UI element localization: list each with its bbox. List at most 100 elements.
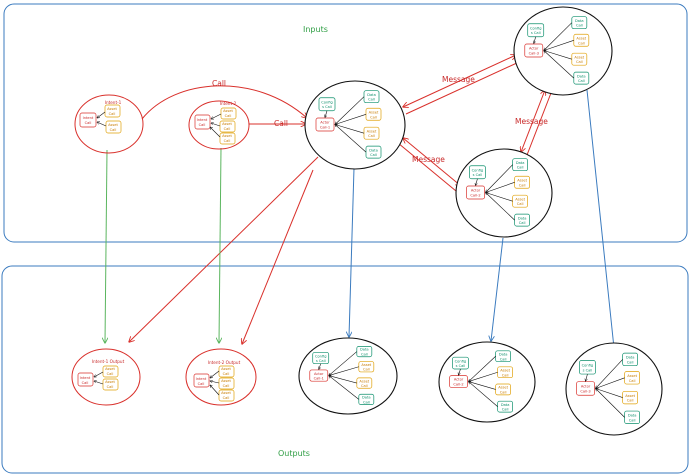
intent-2-title: Intent-2	[220, 101, 237, 106]
actor-link	[596, 388, 623, 398]
config-link	[476, 178, 478, 186]
message-label-1: Message	[442, 75, 475, 84]
outputs-region	[1, 265, 689, 474]
actor-link	[329, 351, 358, 376]
intent-2-output-asset-2-line2: Call	[223, 384, 230, 388]
intent-1-output-asset-1-line1: Asset	[105, 367, 115, 371]
actor-link	[469, 382, 496, 390]
intent-2-asset-3-line2: Call	[224, 139, 231, 143]
call-edge-intent1-to-actor1	[141, 85, 307, 120]
actor-core-line2: Call-1	[314, 377, 324, 381]
config-call-line2: s Call	[473, 173, 483, 177]
intent-1-core-line1: Intent	[83, 116, 94, 120]
data-call-1-line2: Call	[576, 24, 583, 28]
config-link	[534, 36, 537, 44]
asset-call-3-line1: Asset	[625, 394, 635, 398]
asset-call-2-line1: Asset	[500, 368, 510, 372]
data-call-4-line2: Call	[370, 153, 377, 157]
actor-core-line2: Call-2	[470, 194, 480, 198]
asset-call-3-line2: Call	[627, 399, 634, 403]
intent-1-output-asset-2-line1: Asset	[105, 380, 115, 384]
config-link	[459, 368, 461, 375]
intent-2-asset-3-line1: Asset	[222, 134, 232, 138]
data-call-1-line1: Data	[499, 352, 508, 356]
data-call-1-line1: Data	[367, 93, 376, 97]
data-call-1-line2: Call	[627, 360, 634, 364]
asset-call-3-line2: Call	[361, 384, 368, 388]
outputs-label: Outputs	[278, 449, 310, 458]
data-call-1-line2: Call	[517, 166, 524, 170]
actor-core-line2: Call-1	[320, 126, 330, 130]
actor-link	[335, 113, 367, 124]
intent-2-output-core-line2: Call	[198, 382, 205, 386]
intent-1-asset-1-line1: Asset	[107, 107, 117, 111]
data-call-1-line2: Call	[361, 353, 368, 357]
data-call-1-line1: Data	[626, 356, 635, 360]
inputs-region	[3, 3, 688, 243]
intent-2-output-asset-1-line1: Asset	[221, 367, 231, 371]
config-link	[319, 363, 321, 370]
actor-link	[486, 193, 513, 202]
data-call-4-line2: Call	[519, 221, 526, 225]
intent1-to-output-edge	[105, 149, 107, 343]
data-call-4-line2: Call	[629, 418, 636, 422]
config-call-line1: Config	[472, 168, 484, 172]
intent-2-asset-2-line1: Asset	[222, 122, 232, 126]
output-edge-actor1-to-intent1-output	[129, 156, 319, 342]
intent-2-output-node: Intent-2 Output Intent Call Asset Call A…	[185, 348, 257, 406]
asset-call-3-line1: Asset	[367, 129, 377, 133]
intent-1-node: Intent-1 Intent Call Asset Call Asset Ca…	[74, 94, 144, 154]
intent2-to-output-edge	[219, 147, 221, 343]
intent-2-output-title: Intent-2 Output	[208, 360, 241, 365]
actor-link	[329, 376, 360, 400]
actor-link	[469, 382, 498, 407]
config-call-line2: s Call	[531, 31, 541, 35]
data-call-4-line1: Data	[362, 396, 371, 400]
actor-link	[469, 371, 498, 381]
intent-2-asset-2-line2: Call	[224, 127, 231, 131]
data-call-1-line2: Call	[368, 98, 375, 102]
intent-2-asset-1-line2: Call	[225, 114, 232, 118]
asset-call-2-line1: Asset	[576, 36, 586, 40]
asset-call-3-line1: Asset	[498, 386, 508, 390]
intent-2-output-asset-3-line2: Call	[223, 396, 230, 400]
actor-link	[544, 39, 574, 50]
actor-link	[596, 377, 625, 389]
actor-link	[544, 22, 573, 51]
call-label-1: Call	[212, 79, 226, 88]
data-call-1-line1: Data	[360, 348, 369, 352]
config-call-line2: s Call	[583, 368, 593, 372]
actor-link	[335, 125, 365, 134]
actor-link	[329, 376, 357, 384]
config-call-line1: Config	[582, 363, 594, 367]
actor-core-line2: Call-3	[580, 389, 590, 393]
asset-call-2-line2: Call	[519, 183, 526, 187]
data-call-4-line2: Call	[363, 400, 370, 404]
asset-call-2-line2: Call	[363, 368, 370, 372]
intent-2-core-line2: Call	[199, 123, 206, 127]
actor-link	[486, 193, 515, 221]
config-call-line2: s Call	[322, 105, 332, 109]
actor-core-line1: Actor	[320, 121, 330, 125]
actor-core-line2: Call-2	[453, 383, 463, 387]
inputs-label: Inputs	[303, 25, 328, 34]
data-call-4-line1: Data	[369, 148, 378, 152]
asset-call-2-line2: Call	[502, 373, 509, 377]
actor-link	[335, 125, 367, 153]
asset-call-2-line2: Call	[370, 115, 377, 119]
intent-1-title: Intent-1	[105, 100, 122, 105]
actor-link	[486, 164, 513, 193]
data-call-1-line1: Data	[575, 19, 584, 23]
intent-1-asset-1-line2: Call	[109, 112, 116, 116]
actor-link	[486, 181, 515, 192]
intent-2-output-asset-1-line2: Call	[223, 372, 230, 376]
data-call-1-line2: Call	[500, 357, 507, 361]
intent-2-output-core-line1: Intent	[196, 377, 207, 381]
